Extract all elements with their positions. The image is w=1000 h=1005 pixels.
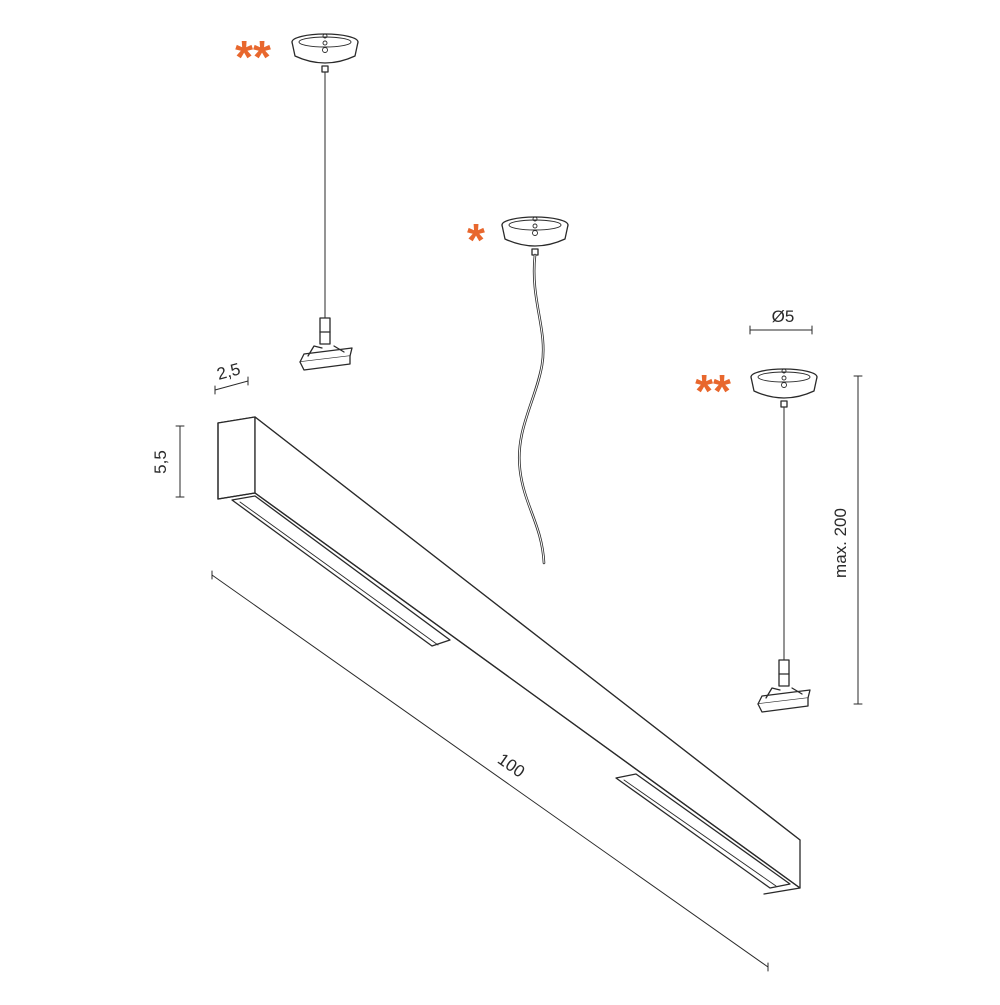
diffuser-slot-1-inner <box>239 501 439 646</box>
depth-label: 2,5 <box>215 359 243 383</box>
right-gripper <box>757 659 811 713</box>
luminaire-side-face <box>254 416 801 889</box>
dimension-labels: 2,5 5,5 100 Ø5 max. 200 <box>151 307 850 781</box>
depth-dimension-line <box>214 380 249 391</box>
dimension-lines <box>175 325 863 972</box>
diffuser-slot-1 <box>231 495 451 647</box>
luminaire-end-face <box>217 416 256 500</box>
canopy-markers: ** * ** <box>235 31 731 417</box>
diameter-label: Ø5 <box>772 307 795 326</box>
left-suspension <box>291 33 359 371</box>
right-canopy <box>750 368 818 408</box>
left-canopy-marker: ** <box>235 31 271 83</box>
right-suspension <box>750 368 818 713</box>
diffuser-slot-2 <box>615 773 791 889</box>
right-canopy-marker: ** <box>695 365 731 417</box>
luminaire-body <box>217 416 801 895</box>
luminaire-bottom-edge <box>217 492 801 895</box>
height-label: 5,5 <box>151 450 170 474</box>
left-gripper <box>299 317 353 371</box>
center-canopy <box>501 216 569 256</box>
max-suspension-label: max. 200 <box>831 508 850 578</box>
length-dimension-line <box>211 574 769 968</box>
left-canopy <box>291 33 359 73</box>
center-cable <box>517 253 546 565</box>
center-suspension <box>501 216 569 565</box>
center-canopy-marker: * <box>467 214 485 266</box>
diffuser-slot-2-inner <box>623 779 777 887</box>
length-label: 100 <box>494 750 528 782</box>
